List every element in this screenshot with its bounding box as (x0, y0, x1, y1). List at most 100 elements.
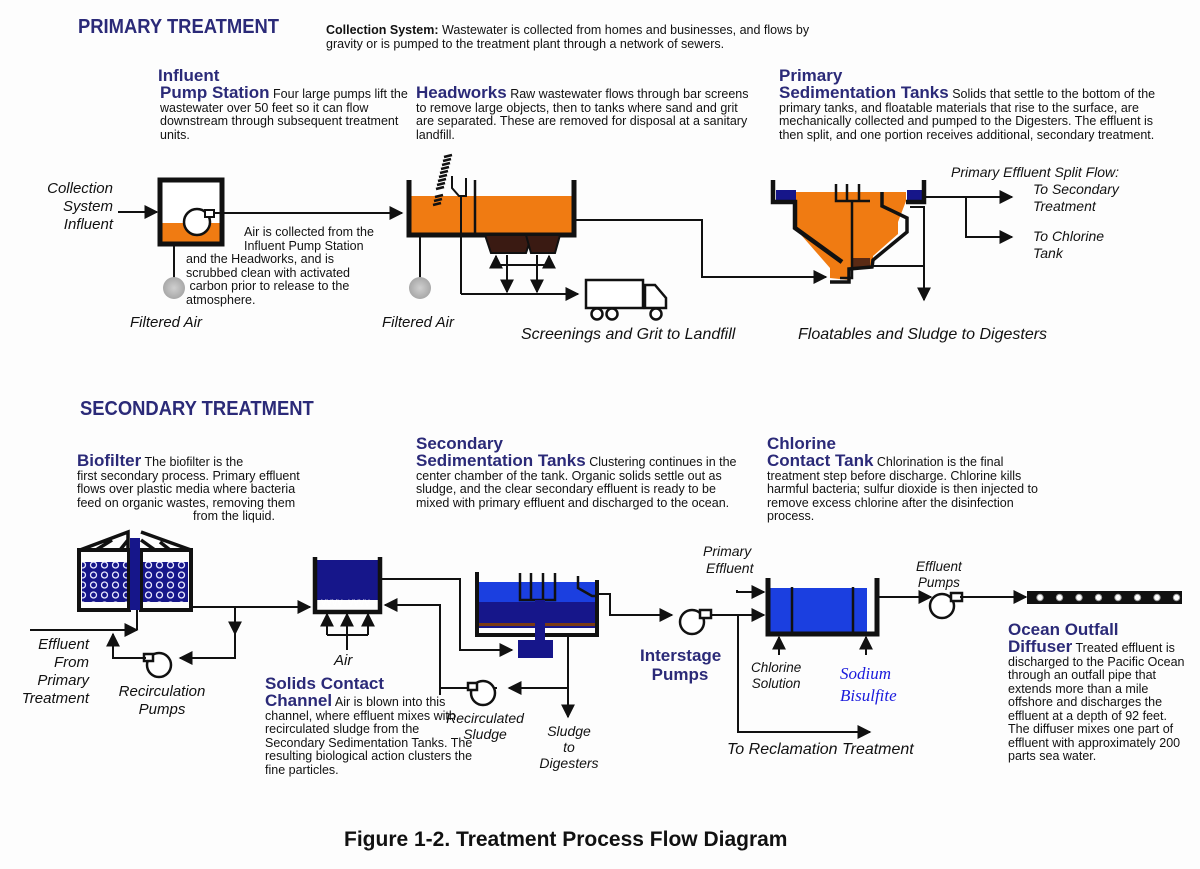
floatables-sludge-label: Floatables and Sludge to Digesters (798, 326, 1048, 343)
solids-contact-heading-2: Channel (265, 691, 333, 710)
collection-system-description: Collection System: Wastewater is collect… (326, 23, 846, 51)
biofilter-text: feed on organic wastes, removing them (77, 495, 296, 510)
collection-system-influent-label: Collection System Influent (20, 180, 113, 234)
label-line: Primary (37, 672, 89, 689)
label-line: To Chlorine (1033, 228, 1105, 244)
label-line: Primary (703, 543, 752, 559)
diffuser-port (1055, 593, 1064, 602)
chlorine-contact-text: Chlorination is the final treatment step… (767, 455, 1038, 523)
influent-pump-station-description: Pump Station Four large pumps lift the w… (160, 84, 410, 142)
label-line: Sludge (547, 723, 591, 739)
air-scrubbing-note: Air is collected from the Influent Pump … (186, 225, 406, 307)
primary-sedimentation-description: Sedimentation Tanks Solids that settle t… (779, 83, 1174, 142)
svg-text:VVVV VVVV: VVVV VVVV (321, 599, 370, 609)
headworks-heading: Headworks (416, 83, 507, 102)
label-line: Influent Pump Station (244, 238, 364, 253)
truck-icon (584, 278, 668, 321)
label-line: Effluent (706, 560, 754, 576)
ocean-outfall-description: Diffuser Treated effluent is discharged … (1008, 637, 1190, 764)
solids-contact-text: Air is blown into this channel, where ef… (265, 695, 473, 777)
headworks-description: Headworks Raw wastewater flows through b… (416, 83, 756, 142)
to-chlorine-tank-label: To Chlorine Tank (1033, 228, 1104, 262)
label-line: Treatment (21, 690, 89, 707)
solids-contact-heading-1: Solids Contact (265, 674, 385, 693)
headworks-tank-graphic (406, 153, 577, 254)
biofilter-text: first secondary process. Primary effluen… (77, 468, 300, 483)
ocean-outfall-diffuser-graphic (1027, 591, 1182, 604)
label-line: to (563, 739, 575, 755)
label-line: Pumps (651, 665, 709, 684)
diffuser-port (1094, 593, 1103, 602)
to-reclamation-treatment-label: To Reclamation Treatment (727, 741, 914, 758)
filtered-air-label-2: Filtered Air (382, 314, 454, 331)
biofilter-heading: Biofilter (77, 451, 142, 470)
ocean-outfall-text: Treated effluent is discharged to the Pa… (1008, 641, 1185, 763)
recirculation-pumps-label: Recirculation Pumps (112, 683, 212, 719)
label-line: Pumps (917, 575, 960, 590)
primary-sedimentation-heading-1: Primary (779, 66, 843, 85)
label-line: From (54, 654, 89, 671)
label-line: Solution (751, 676, 801, 691)
diffuser-port (1075, 593, 1083, 602)
label-line: Tank (1033, 245, 1063, 261)
label-line: Chlorine (751, 660, 802, 675)
secondary-sedimentation-description: Sedimentation Tanks Clustering continues… (416, 452, 751, 510)
recirculated-sludge-pump-icon (466, 679, 497, 707)
label-line: System (62, 198, 113, 215)
chlorine-contact-tank-graphic (765, 578, 880, 637)
carbon-filter-2 (409, 277, 431, 299)
interstage-pump-icon (678, 608, 713, 636)
carbon-filter-1 (163, 277, 185, 299)
label-line: Sludge (463, 726, 507, 742)
secondary-sedimentation-text: Clustering continues in the center chamb… (416, 455, 737, 510)
label-line: and the Headworks, and is (186, 252, 335, 266)
secondary-sedimentation-heading-1: Secondary (416, 434, 503, 453)
label-line: Treatment (1033, 198, 1096, 214)
diffuser-port (1153, 593, 1161, 602)
label-line: carbon prior to release to the (186, 279, 350, 293)
chlorine-contact-description: Contact Tank Chlorination is the final t… (767, 452, 1052, 524)
solids-contact-description: Channel Air is blown into this channel, … (265, 691, 480, 777)
diffuser-port (1172, 593, 1181, 602)
label-line: Recirculated (446, 710, 524, 726)
label-line: To Secondary (1033, 181, 1119, 197)
influent-pump-station-text: Four large pumps lift the wastewater ove… (160, 87, 408, 142)
ocean-outfall-heading-2: Diffuser (1008, 637, 1073, 656)
label-line: Air is collected from the (244, 225, 374, 239)
label-line: Sodium (840, 664, 891, 683)
to-secondary-treatment-label: To Secondary Treatment (1033, 181, 1119, 215)
ocean-outfall-heading-1: Ocean Outfall (1008, 620, 1119, 639)
label-line: atmosphere. (186, 292, 256, 307)
label-line: Influent (63, 216, 113, 233)
collection-system-heading: Collection System: (326, 23, 439, 37)
secondary-sedimentation-tank-graphic (475, 572, 599, 658)
effluent-pump-icon (928, 591, 964, 620)
biofilter-description: Biofilter The biofilter is the first sec… (77, 451, 347, 524)
effluent-from-primary-label: Effluent From Primary Treatment (5, 636, 89, 708)
filtered-air-label-1: Filtered Air (130, 314, 202, 331)
interstage-pumps-label: Interstage Pumps (640, 646, 721, 684)
diffuser-port (1133, 593, 1142, 602)
recirculation-pump-icon (142, 651, 173, 679)
diffuser-port (1036, 593, 1044, 602)
diffuser-port (1114, 593, 1122, 602)
label-line: Pumps (138, 701, 186, 718)
sludge-to-digesters-label: Sludge to Digesters (533, 723, 605, 771)
solids-contact-channel-graphic: VVVV VVVV (312, 557, 383, 615)
label-line: Digesters (539, 755, 599, 771)
split-flow-label: Primary Effluent Split Flow: (951, 164, 1120, 180)
label-line: scrubbed clean with activated (186, 265, 350, 280)
label-line: Collection (47, 180, 113, 197)
primary-sedimentation-heading-2: Sedimentation Tanks (779, 83, 949, 102)
primary-sedimentation-tank-graphic (770, 180, 927, 284)
chlorine-solution-label: Chlorine Solution (751, 660, 801, 692)
primary-section-title: PRIMARY TREATMENT (78, 16, 280, 38)
collection-system-text: Wastewater is collected from homes and b… (326, 23, 810, 51)
headworks-text: Raw wastewater flows through bar screens… (416, 87, 749, 142)
air-label: Air (334, 652, 353, 669)
biofilter-graphic (77, 529, 193, 612)
label-line: Recirculation (118, 683, 206, 700)
biofilter-text: flows over plastic media where bacteria (77, 482, 296, 496)
label-line: Effluent (38, 636, 89, 653)
